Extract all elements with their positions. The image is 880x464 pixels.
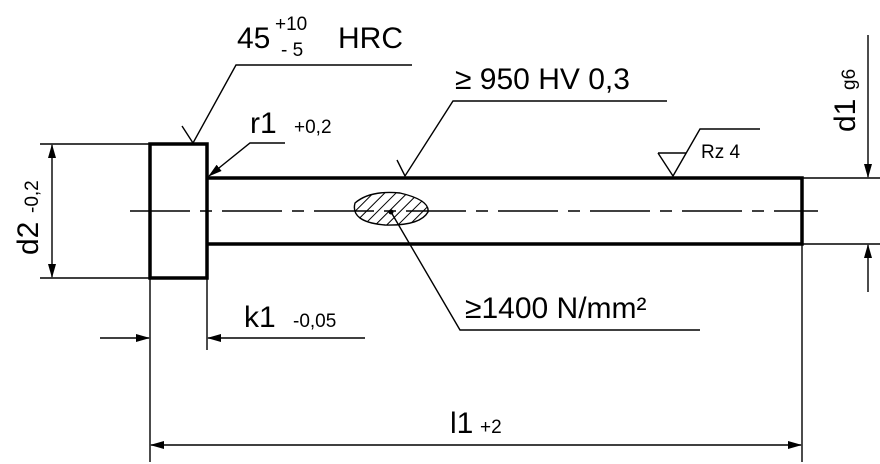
k1-dimension: k1 -0,05: [100, 278, 365, 350]
svg-text:-0,2: -0,2: [22, 180, 43, 213]
svg-text:≥ 950 HV 0,3: ≥ 950 HV 0,3: [455, 63, 630, 96]
svg-text:d1: d1: [829, 99, 862, 132]
d2-dimension: d2 -0,2: [12, 143, 150, 279]
l1-dimension: l1 +2: [149, 244, 803, 462]
svg-text:Rz 4: Rz 4: [701, 142, 741, 163]
svg-text:+10: +10: [275, 14, 307, 35]
svg-text:d2: d2: [12, 222, 45, 255]
surface-roughness-symbol: Rz 4: [657, 128, 760, 178]
head-hardness-callout: 45 +10 - 5 HRC: [181, 14, 412, 145]
svg-text:45: 45: [237, 22, 270, 55]
shaft-hardness-callout: ≥ 950 HV 0,3: [396, 63, 667, 178]
svg-text:l1: l1: [450, 407, 473, 440]
svg-text:+0,2: +0,2: [294, 117, 332, 138]
svg-text:r1: r1: [250, 107, 277, 140]
svg-text:-0,05: -0,05: [293, 311, 336, 332]
section-hatch: [353, 191, 429, 226]
radius-callout: r1 +0,2: [208, 107, 332, 177]
svg-text:+2: +2: [480, 417, 502, 438]
svg-text:≥1400 N/mm²: ≥1400 N/mm²: [465, 292, 647, 325]
svg-text:k1: k1: [244, 301, 276, 334]
svg-text:g6: g6: [839, 69, 860, 90]
svg-text:HRC: HRC: [338, 22, 403, 55]
d1-dimension: d1 g6: [802, 35, 880, 292]
svg-text:- 5: - 5: [281, 40, 303, 61]
core-strength-callout: ≥1400 N/mm²: [388, 209, 700, 331]
